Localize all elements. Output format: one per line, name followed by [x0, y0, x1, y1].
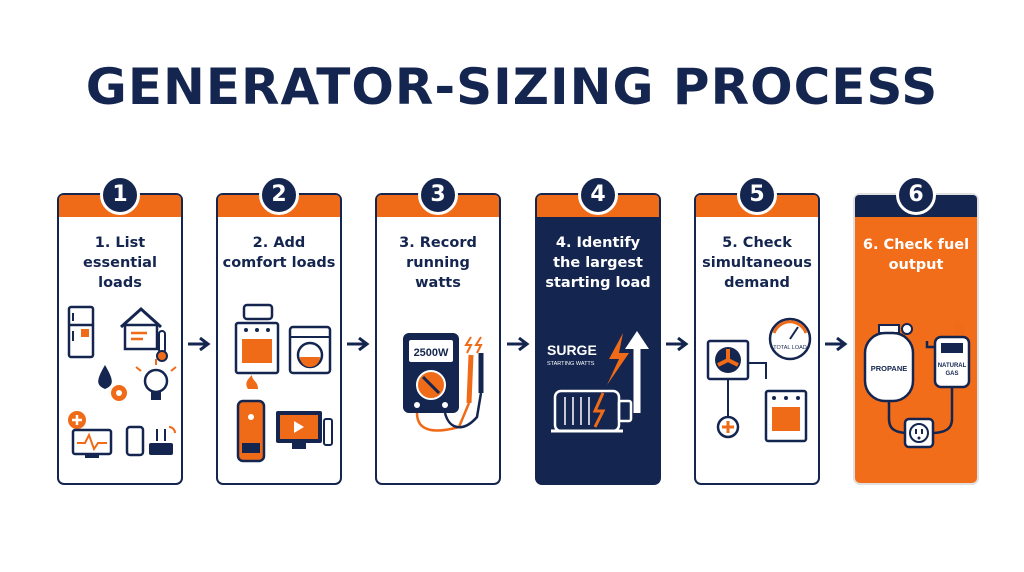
surge-arrow-icon	[625, 331, 649, 413]
medical-device-icon	[68, 411, 113, 458]
oven-icon	[764, 389, 808, 443]
lightning-icon	[464, 336, 483, 354]
step-label: 1. List essential loads	[83, 235, 157, 291]
surge-label: SURGE	[547, 342, 597, 358]
arrow-icon	[825, 337, 848, 351]
step-number-badge: 1	[100, 175, 140, 215]
step-icons: 2500W	[403, 333, 484, 432]
step-label: 4. Identify the largest starting load	[545, 235, 651, 291]
step-icons	[234, 303, 333, 463]
gauge-icon: TOTAL LOAD	[768, 317, 812, 361]
step-number-badge: 6	[896, 175, 936, 215]
surge-sublabel: STARTING WATTS	[547, 361, 595, 367]
arrow-icon	[347, 337, 370, 351]
router-icon	[149, 426, 176, 455]
step-icons	[67, 305, 177, 458]
light-bulb-icon	[135, 359, 177, 400]
step-label: 2. Add comfort loads	[222, 235, 336, 271]
step-number-badge: 4	[578, 175, 618, 215]
step-label: 5. Check simultaneous demand	[702, 235, 812, 291]
plus-icon	[716, 415, 740, 439]
meter-reading: 2500W	[414, 347, 449, 359]
page-title: GENERATOR-SIZING PROCESS	[85, 58, 939, 116]
step-card-1: 1 1. List essential loads	[57, 175, 183, 485]
step-card-5: 5 5. Check simultaneous demand TOTAL LOA…	[694, 175, 820, 485]
fuel-line	[930, 387, 954, 435]
step-icons: TOTAL LOAD	[706, 317, 812, 443]
motor-icon	[551, 389, 633, 433]
water-heater-icon	[98, 365, 127, 401]
step-icons: SURGE STARTING WATTS	[547, 331, 649, 433]
step-label: 6. Check fuel output	[862, 237, 970, 273]
thermometer-icon	[156, 330, 168, 362]
water-heater-icon	[236, 375, 266, 463]
arrow-icon	[666, 337, 689, 351]
outlet-icon	[903, 417, 935, 449]
step-label: 3. Record running watts	[399, 235, 477, 291]
propane-label: PROPANE	[871, 364, 908, 373]
propane-tank-icon: PROPANE	[863, 323, 915, 403]
step-card-2: 2 2. Add comfort loads	[216, 175, 342, 485]
washing-machine-icon	[288, 325, 332, 375]
multimeter-icon: 2500W	[403, 333, 459, 413]
step-number-badge: 2	[259, 175, 299, 215]
television-icon	[276, 411, 333, 449]
stove-icon	[234, 303, 280, 375]
step-number-badge: 5	[737, 175, 777, 215]
ac-unit-icon	[706, 339, 750, 381]
step-card-4: 4 4. Identify the largest starting load …	[535, 175, 661, 485]
step-card-3: 3 3. Record running watts 2500W	[375, 175, 501, 485]
test-leads-icon	[415, 353, 484, 432]
home-climate-icon	[119, 306, 163, 351]
refrigerator-icon	[67, 305, 95, 359]
total-load-label: TOTAL LOAD	[773, 345, 807, 351]
arrow-icon	[188, 337, 211, 351]
lightning-bolt-icon	[607, 333, 629, 385]
connector-line	[748, 362, 767, 379]
arrow-icon	[507, 337, 530, 351]
phone-icon	[125, 425, 145, 457]
step-number-badge: 3	[418, 175, 458, 215]
